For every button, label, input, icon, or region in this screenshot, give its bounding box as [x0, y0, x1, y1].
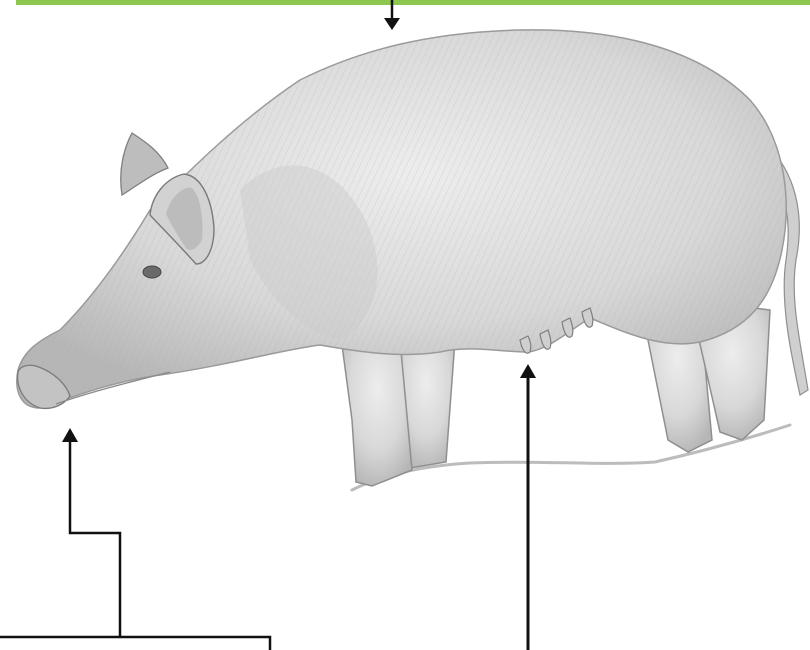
pig-eye — [143, 266, 161, 278]
pointer-teats-arrowhead — [520, 364, 536, 378]
ear-back — [121, 133, 168, 195]
pointer-snout-line — [70, 440, 120, 637]
header-accent-bar — [16, 0, 810, 5]
pointer-back-arrowhead — [384, 18, 400, 30]
pointer-snout-arrowhead — [62, 428, 78, 442]
label-bracket — [0, 637, 270, 650]
teat — [582, 308, 593, 327]
pointer-teats — [520, 364, 536, 650]
pointer-snout — [0, 428, 270, 650]
